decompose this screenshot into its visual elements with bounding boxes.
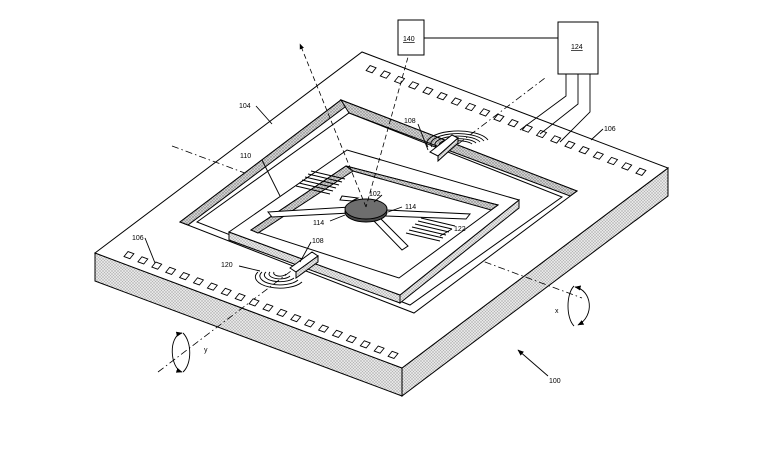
bond-pad-top [464, 102, 477, 112]
bond-pad-top [549, 135, 562, 144]
bond-pad-top [578, 146, 590, 155]
label-140: 140 [403, 36, 415, 43]
coil-120-lower [254, 271, 303, 289]
light-source-140 [397, 19, 425, 56]
comb-drive-lines-right-122 [405, 217, 456, 242]
bond-pad-top [365, 65, 377, 74]
bond-pad-bottom [317, 324, 330, 333]
bond-pad-top [422, 86, 434, 95]
label-114-left: 114 [313, 220, 324, 227]
label-110: 110 [240, 153, 251, 160]
bond-pad-bottom [303, 319, 316, 328]
bond-pad-bottom [248, 298, 260, 307]
bond-pad-top [436, 92, 448, 101]
label-x: x [555, 308, 559, 315]
bond-pad-top [606, 156, 619, 166]
bond-pad-bottom [234, 292, 246, 302]
bond-pad-bottom [137, 256, 149, 265]
bond-pad-top [507, 119, 519, 128]
bond-pad-top [564, 140, 576, 149]
label-y: y [204, 347, 208, 354]
bond-pad-top [521, 124, 534, 133]
bond-pad-bottom [123, 250, 135, 260]
hinge-beam-lower-side [295, 255, 319, 279]
comb-drive-lines-left [295, 170, 346, 195]
label-100: 100 [549, 378, 561, 385]
bond-pad-top [478, 108, 491, 117]
bond-pad-top [379, 70, 392, 79]
bond-pad-bottom [206, 282, 219, 291]
label-108-upper: 108 [404, 118, 416, 125]
bond-pad-top [592, 151, 605, 160]
mirror-surface [344, 198, 388, 220]
bond-pad-bottom [151, 261, 163, 270]
bond-pad-bottom [178, 271, 191, 281]
bond-pad-bottom [331, 329, 344, 339]
label-106-right: 106 [604, 126, 616, 133]
control-wires [424, 37, 591, 143]
assembly-arrow-100 [517, 349, 549, 377]
label-108-lower: 108 [312, 238, 324, 245]
bond-pad-top [493, 113, 505, 122]
bond-pad-top [407, 81, 420, 90]
bond-pad-top [535, 129, 548, 139]
bond-pad-top [635, 167, 647, 176]
x-rotation-indicator [567, 285, 590, 327]
bond-pads [123, 65, 647, 360]
bond-pad-bottom [290, 313, 302, 323]
hinge-beams-108 [289, 134, 459, 279]
cavity-wall-top [339, 99, 579, 197]
bond-pad-bottom [345, 334, 358, 344]
bond-pad-top [620, 162, 633, 171]
label-124: 124 [571, 44, 583, 51]
incident-beam [365, 49, 411, 208]
reference-labels: 104 106 106 108 108 110 102 114 114 120 … [132, 36, 616, 385]
reflected-beam [299, 43, 367, 208]
label-114-right: 114 [405, 204, 416, 211]
bond-pad-top [450, 97, 463, 106]
label-106-left: 106 [132, 235, 144, 242]
mirror-102 [344, 198, 388, 223]
y-rotation-indicator [171, 331, 191, 373]
bond-pad-bottom [359, 340, 371, 349]
hinge-beam-upper-side [437, 136, 459, 163]
leader-lines [144, 105, 604, 272]
bond-pad-bottom [220, 287, 232, 297]
label-104: 104 [239, 103, 251, 110]
bond-pad-bottom [387, 350, 399, 360]
bond-pad-bottom [373, 345, 385, 354]
bond-pad-bottom [192, 277, 205, 286]
bond-pad-bottom [262, 303, 274, 312]
label-122: 122 [454, 226, 466, 233]
label-102: 102 [369, 191, 381, 198]
bond-pad-bottom [276, 308, 288, 318]
label-120: 120 [221, 262, 233, 269]
bond-pad-bottom [164, 266, 177, 276]
